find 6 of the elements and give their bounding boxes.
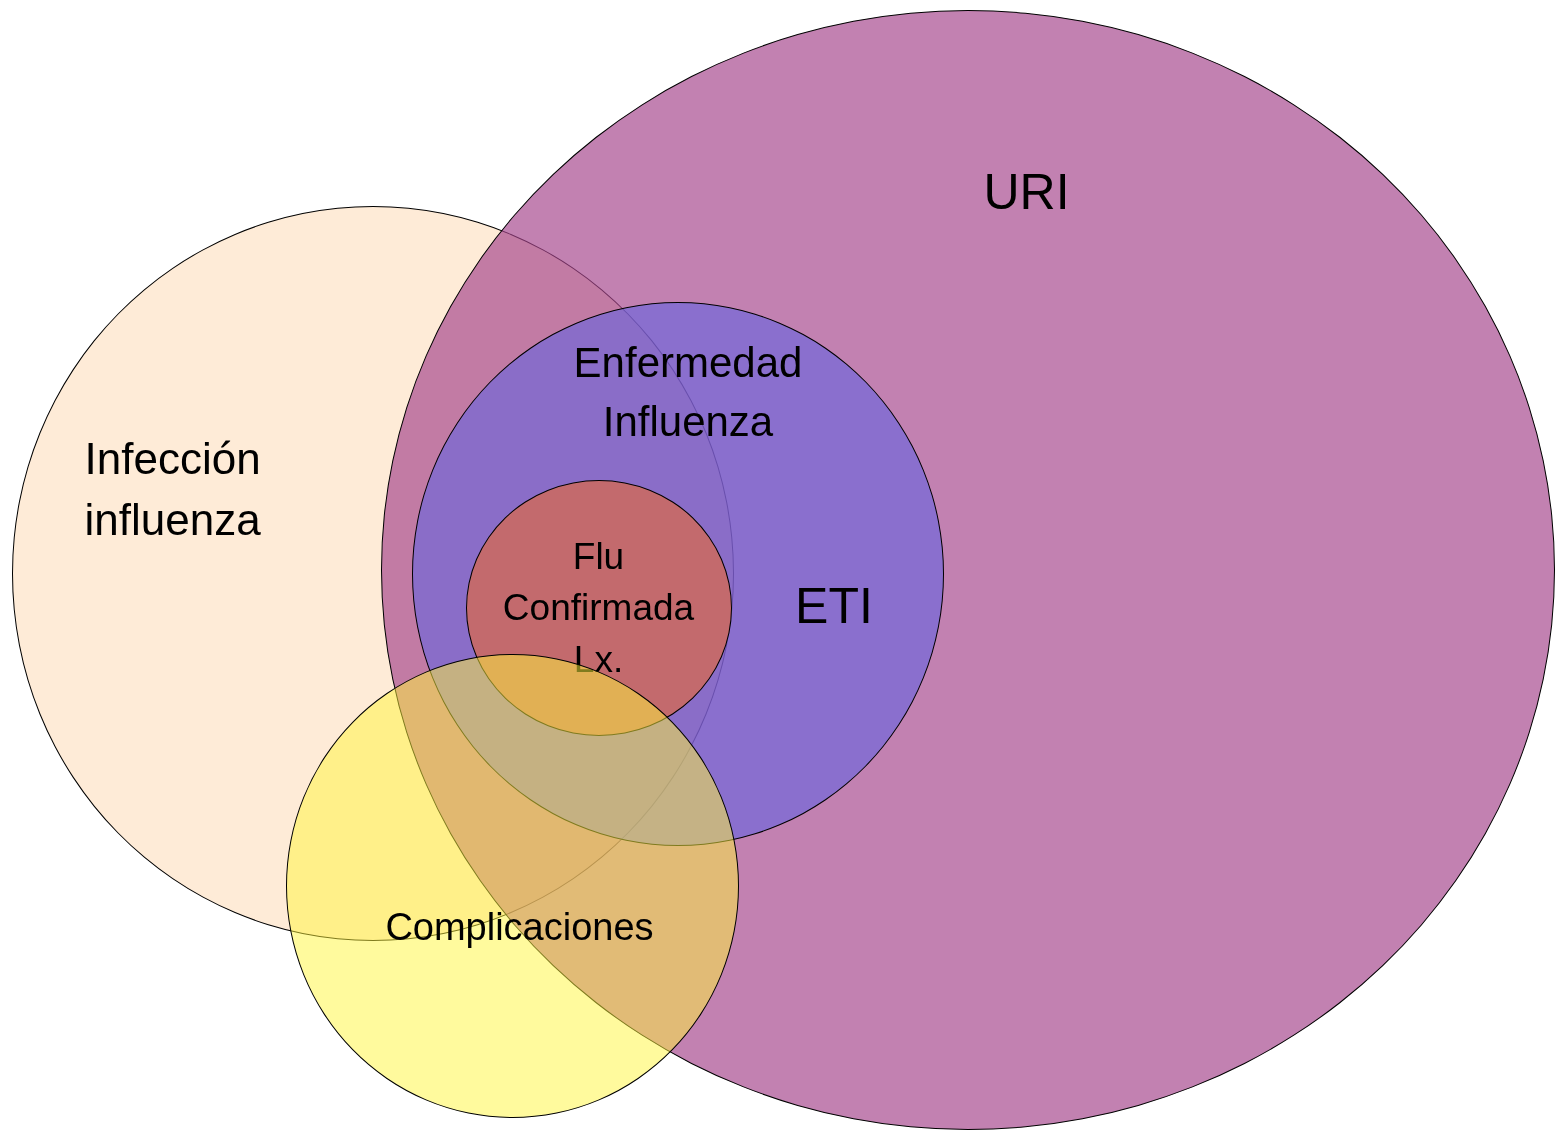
circle-label: Flu Confirmada Lx. xyxy=(501,534,696,683)
circle-label: Enfermedad Influenza xyxy=(572,338,804,447)
circle-label: URI xyxy=(982,162,1071,222)
circle-label: ETI xyxy=(794,577,874,636)
circle-label: Infección influenza xyxy=(84,432,262,547)
circle-label: Complicaciones xyxy=(384,904,655,950)
